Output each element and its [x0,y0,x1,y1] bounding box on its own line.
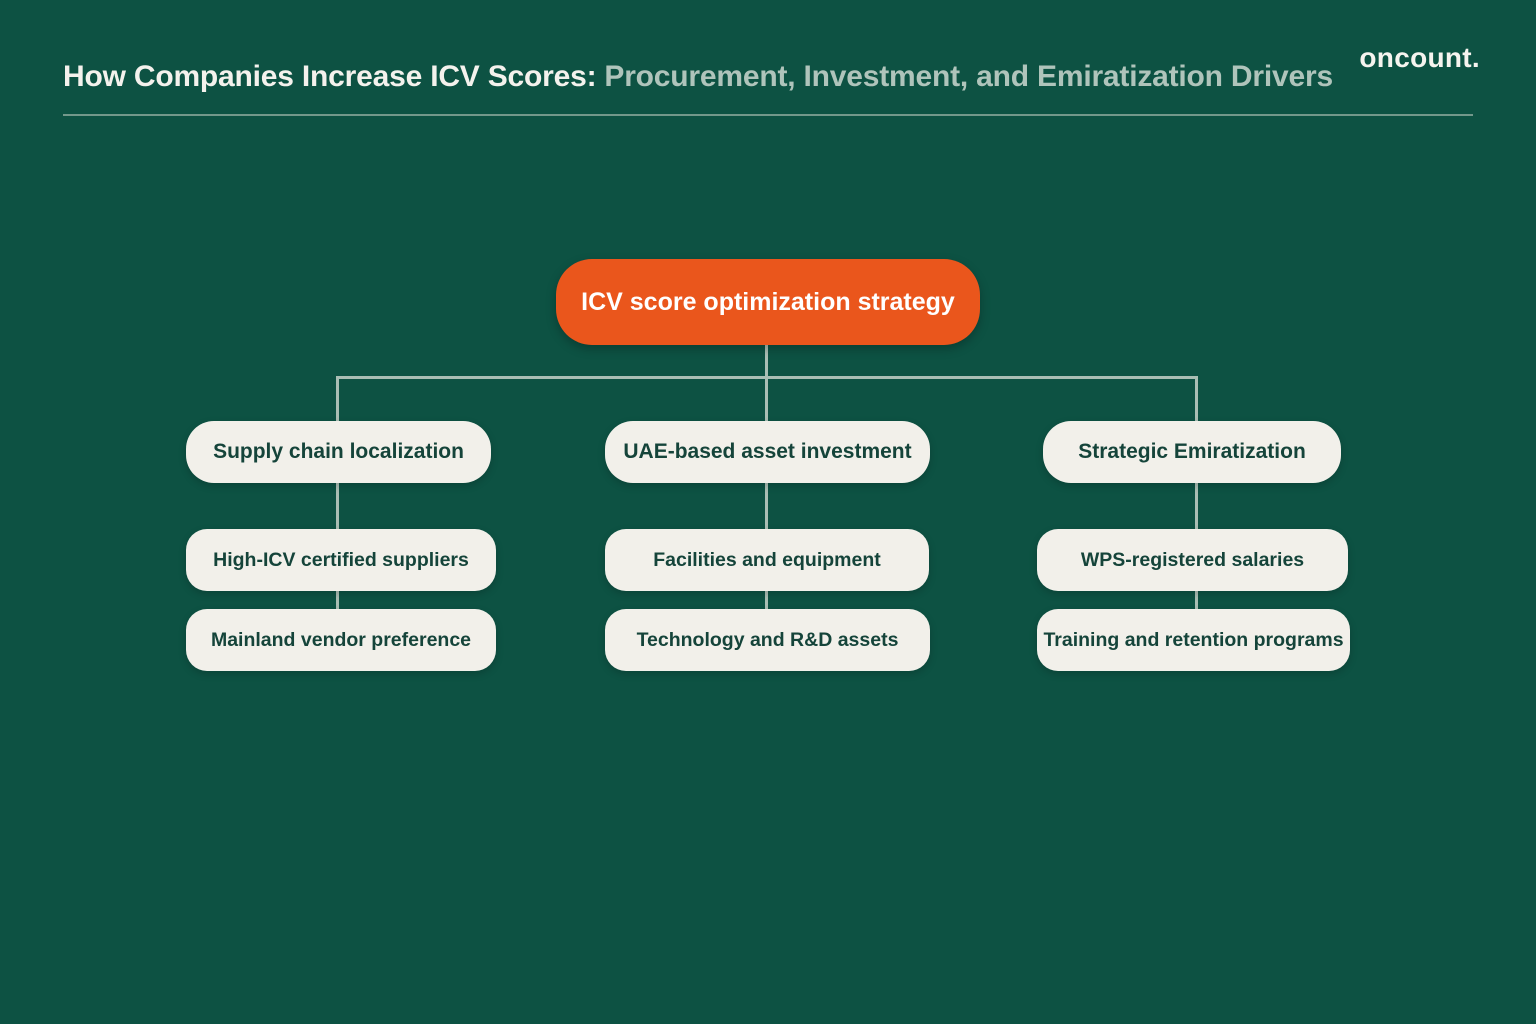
root-node: ICV score optimization strategy [556,259,980,345]
leaf-node-label: Technology and R&D assets [636,628,899,651]
connector-line-root-stem [765,344,768,378]
leaf-node-label: WPS-registered salaries [1080,548,1305,571]
branch-node-label: Supply chain localization [213,440,464,463]
title-divider [63,114,1473,116]
brand-logo: oncount. [1359,42,1480,73]
leaf-node-facilities-equipment: Facilities and equipment [605,529,929,591]
connector-line-drop-col1 [336,376,339,422]
connector-line-drop-col3 [1195,376,1198,422]
leaf-node-certified-suppliers: High-ICV certified suppliers [186,529,496,591]
page-title-secondary: Procurement, Investment, and Emiratizati… [604,60,1333,93]
branch-node-label: Strategic Emiratization [1078,440,1306,463]
connector-line-col2-link1 [765,483,768,530]
branch-node-asset-investment: UAE-based asset investment [605,421,930,483]
leaf-node-training-retention: Training and retention programs [1037,609,1350,671]
leaf-node-label: Facilities and equipment [653,548,881,571]
connector-line-col3-link1 [1195,483,1198,530]
root-node-label: ICV score optimization strategy [581,287,955,316]
leaf-node-wps-salaries: WPS-registered salaries [1037,529,1348,591]
connector-line-col1-link2 [336,591,339,610]
connector-line-drop-col2 [765,376,768,422]
leaf-node-technology-rd: Technology and R&D assets [605,609,930,671]
branch-node-supply-chain: Supply chain localization [186,421,491,483]
connector-line-col2-link2 [765,591,768,610]
branch-node-emiratization: Strategic Emiratization [1043,421,1341,483]
connector-line-col3-link2 [1195,591,1198,610]
leaf-node-label: High-ICV certified suppliers [213,548,469,571]
leaf-node-label: Training and retention programs [1043,628,1344,651]
branch-node-label: UAE-based asset investment [623,440,912,463]
connector-line-col1-link1 [336,483,339,530]
leaf-node-mainland-vendor: Mainland vendor preference [186,609,496,671]
leaf-node-label: Mainland vendor preference [210,628,472,651]
page-title: How Companies Increase ICV Scores:Procur… [63,60,1333,94]
page-title-primary: How Companies Increase ICV Scores: [63,60,597,93]
